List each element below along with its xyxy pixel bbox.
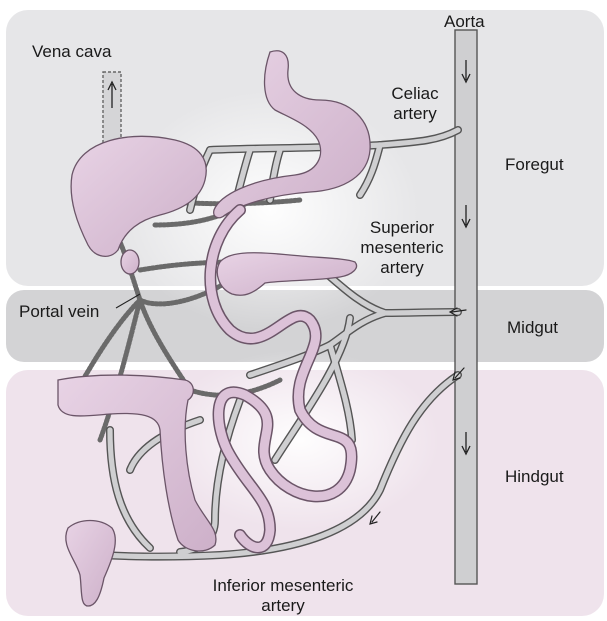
celiac-label-line1: Celiac [378,84,452,104]
aorta [455,30,477,584]
midgut-label: Midgut [507,318,558,338]
vena-cava-label: Vena cava [32,42,111,62]
sma-label-line3: artery [352,258,452,278]
portal-vein-label: Portal vein [19,302,99,322]
superior-mesenteric-artery-label: Superior mesenteric artery [352,218,452,278]
gallbladder [121,250,139,274]
foregut-label: Foregut [505,155,564,175]
ima-label-line2: artery [198,596,368,616]
celiac-label-line2: artery [378,104,452,124]
celiac-artery-label: Celiac artery [378,84,452,124]
inferior-mesenteric-artery-label: Inferior mesenteric artery [198,576,368,616]
sma-label-line2: mesenteric [352,238,452,258]
sma-label-line1: Superior [352,218,452,238]
aorta-label: Aorta [444,12,485,32]
hindgut-label: Hindgut [505,467,564,487]
ima-label-line1: Inferior mesenteric [198,576,368,596]
